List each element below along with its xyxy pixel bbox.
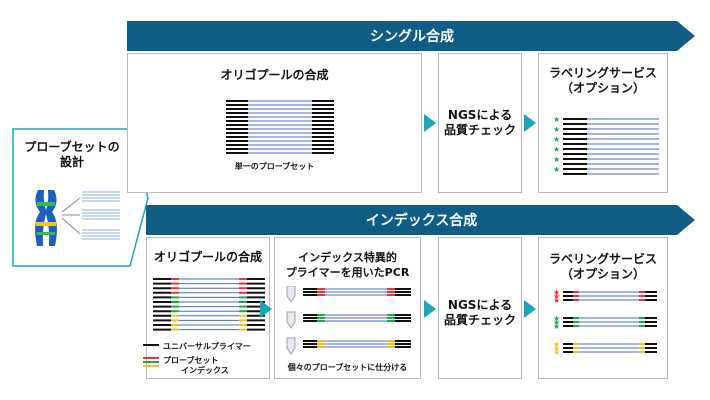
single-labeling-line1: ラベリングサービス xyxy=(548,66,657,80)
star-icon: ★ xyxy=(553,318,560,327)
pcr-tubes-and-probes xyxy=(286,286,411,355)
single-oligo-caption: 単一のプローブセット xyxy=(234,162,315,171)
index-labeling-line2: （オプション） xyxy=(560,267,645,281)
index-oligo-lines xyxy=(153,278,265,331)
index-oligo-box: オリゴプールの合成 ユニバーサルプライマー プローブセット インデックス xyxy=(143,237,270,379)
chevron-right-icon xyxy=(424,114,436,132)
single-qc-label: NGSによる 品質チェック xyxy=(439,108,521,138)
legend-swatches xyxy=(143,344,159,367)
index-synthesis-banner: インデックス合成 xyxy=(146,205,697,235)
oligo-probe-lines xyxy=(226,100,334,154)
single-labeling-line2: （オプション） xyxy=(560,81,645,95)
index-pcr-caption: 個々のプローブセットに仕分ける xyxy=(287,363,408,372)
star-icon: ★ xyxy=(553,296,560,305)
star-icon: ★ xyxy=(553,116,560,124)
legend-probe-set: プローブセット xyxy=(163,356,219,365)
single-oligo-title: オリゴプールの合成 xyxy=(220,68,329,82)
labeled-probe-lines: ★★★★★★ xyxy=(553,116,659,175)
star-icon: ★ xyxy=(553,288,560,297)
index-labeled-probes: ★★★★★★★★★ xyxy=(553,288,657,357)
single-qc-line1: NGSによる xyxy=(447,108,513,122)
design-title-line2: 設計 xyxy=(59,155,84,169)
legend-universal-primer: ユニバーサルプライマー xyxy=(163,342,251,351)
single-labeling-label: ラベリングサービス （オプション） xyxy=(539,66,667,96)
chevron-right-icon xyxy=(424,300,436,318)
index-qc-label: NGSによる 品質チェック xyxy=(439,298,521,328)
index-qc-line1: NGSによる xyxy=(447,298,513,312)
index-synthesis-title: インデックス合成 xyxy=(365,213,478,229)
single-qc-box: NGSによる 品質チェック xyxy=(438,53,522,193)
tube-icon xyxy=(286,337,296,355)
design-panel: プローブセットの 設計 xyxy=(12,140,132,170)
index-pcr-line2: プライマーを用いたPCR xyxy=(285,266,410,279)
star-icon: ★ xyxy=(553,145,560,154)
single-oligo-box: オリゴプールの合成 単一のプローブセット xyxy=(127,53,422,193)
legend-index: インデックス xyxy=(181,366,229,375)
index-labeling-box: ラベリングサービス （オプション） ★★★★★★★★★ xyxy=(538,237,668,379)
index-oligo-title: オリゴプールの合成 xyxy=(153,250,262,264)
index-qc-line2: 品質チェック xyxy=(443,313,516,327)
tube-icon xyxy=(286,311,296,329)
banner-arrow-shape xyxy=(146,205,695,235)
star-icon: ★ xyxy=(553,344,560,353)
design-title: プローブセットの 設計 xyxy=(12,140,132,170)
index-pcr-label: インデックス特異的 プライマーを用いたPCR xyxy=(275,250,420,280)
single-qc-line2: 品質チェック xyxy=(443,123,516,137)
star-icon: ★ xyxy=(553,135,560,144)
single-labeling-box: ラベリングサービス （オプション） ★★★★★★ xyxy=(538,53,668,193)
star-icon: ★ xyxy=(553,125,560,134)
index-pcr-box: インデックス特異的 プライマーを用いたPCR 個々のプローブセットに仕分ける xyxy=(274,237,421,379)
star-icon: ★ xyxy=(553,314,560,323)
index-pcr-line1: インデックス特異的 xyxy=(298,251,397,264)
star-icon: ★ xyxy=(553,155,560,164)
chevron-right-icon xyxy=(260,300,272,318)
design-box-shape xyxy=(12,128,149,267)
banner-arrow-shape xyxy=(127,21,695,51)
chevron-right-icon xyxy=(524,300,536,318)
star-icon: ★ xyxy=(553,322,560,331)
star-icon: ★ xyxy=(553,340,560,349)
chromosome-icon xyxy=(35,190,120,246)
index-labeling-line1: ラベリングサービス xyxy=(548,252,657,266)
tube-icon xyxy=(286,286,296,303)
index-labeling-label: ラベリングサービス （オプション） xyxy=(539,252,667,282)
chevron-right-icon xyxy=(524,114,536,132)
design-title-line1: プローブセットの xyxy=(24,140,120,154)
index-qc-box: NGSによる 品質チェック xyxy=(438,237,522,379)
star-icon: ★ xyxy=(553,292,560,301)
single-synthesis-title: シングル合成 xyxy=(370,29,454,45)
star-icon: ★ xyxy=(553,165,560,174)
single-synthesis-banner: シングル合成 xyxy=(127,21,697,51)
star-icon: ★ xyxy=(553,348,560,357)
